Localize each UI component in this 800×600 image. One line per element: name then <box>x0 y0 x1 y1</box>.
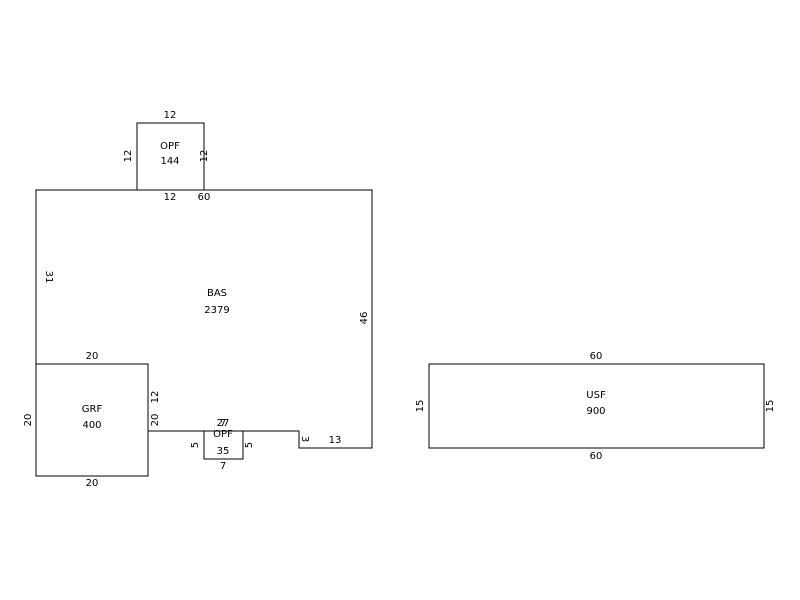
usf-dim-top: 60 <box>590 351 603 362</box>
grf-dim-right-upper: 12 <box>150 391 161 404</box>
opf-top-dim-top: 12 <box>164 110 177 121</box>
bas-dim-right: 46 <box>359 312 370 325</box>
opf-top-dim-right: 12 <box>199 150 210 163</box>
usf-code: USF <box>586 390 606 401</box>
grf-outline <box>35 363 149 477</box>
grf-dim-bottom: 20 <box>86 478 99 489</box>
usf-dim-right: 15 <box>765 400 776 413</box>
grf-dim-top: 20 <box>86 351 99 362</box>
bas-dim-bottom-mid: 27 <box>217 418 230 429</box>
opf-bottom-dim-right: 5 <box>244 442 255 448</box>
grf-code: GRF <box>82 404 103 415</box>
usf-outline <box>428 363 765 449</box>
usf-dim-left: 15 <box>415 400 426 413</box>
bas-dim-top: 60 <box>198 192 211 203</box>
bas-dim-step: 3 <box>299 436 310 442</box>
opf-bottom-dim-top: 7 <box>220 418 226 429</box>
grf-dim-left: 20 <box>23 414 34 427</box>
bas-dim-left: 31 <box>43 271 54 284</box>
opf-top-code: OPF <box>160 141 180 152</box>
opf-bottom-outline <box>203 430 244 460</box>
grf-dim-right-lower: 20 <box>150 414 161 427</box>
opf-top-dim-bottom: 12 <box>164 192 177 203</box>
opf-bottom-area: 35 <box>217 446 230 457</box>
bas-area: 2379 <box>204 305 229 316</box>
grf-area: 400 <box>82 420 101 431</box>
opf-top-dim-left: 12 <box>123 150 134 163</box>
usf-dim-bottom: 60 <box>590 451 603 462</box>
opf-top-area: 144 <box>160 156 179 167</box>
usf-area: 900 <box>586 406 605 417</box>
opf-bottom-code: OPF <box>213 429 233 440</box>
bas-dim-bottom-right: 13 <box>329 435 342 446</box>
opf-bottom-dim-left: 5 <box>190 442 201 448</box>
opf-bottom-dim-bottom: 7 <box>220 461 226 472</box>
bas-code: BAS <box>207 288 227 299</box>
